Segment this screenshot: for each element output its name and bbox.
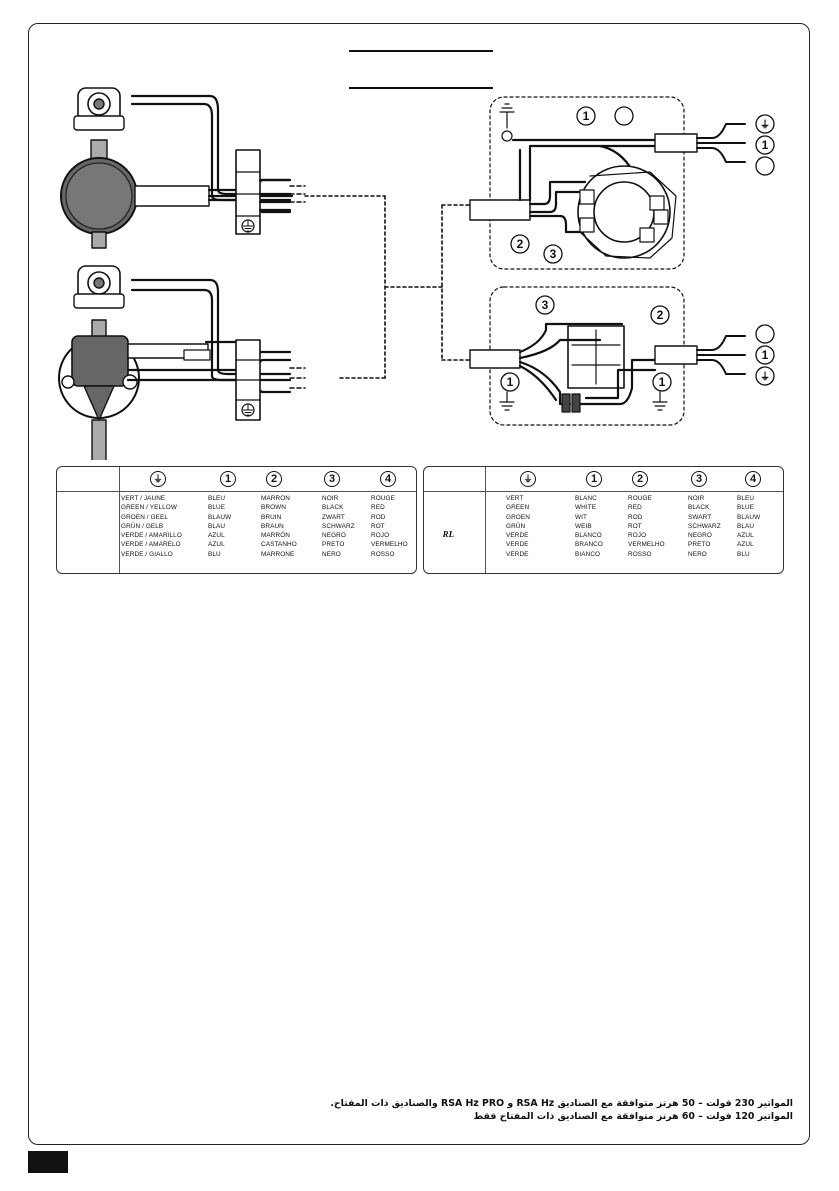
lower-motor-wires: [126, 278, 292, 394]
terminal-block-upper: [235, 149, 261, 235]
label-circle-2: [510, 234, 530, 254]
limit-switch-upper: [73, 87, 125, 131]
label-circle-blank: [755, 324, 775, 344]
title-rule-top: [349, 50, 493, 52]
motor-upper: [60, 139, 210, 249]
label-1: 1: [583, 109, 590, 123]
header-symbol-3: 3: [691, 471, 707, 487]
label-1: 1: [507, 375, 514, 389]
label-circle-1: [755, 135, 775, 155]
ul-certification-mark: ᴿᴸ: [442, 529, 454, 545]
label-3: 3: [542, 298, 549, 312]
label-1: 1: [762, 138, 769, 152]
header-symbol-3: 3: [324, 471, 340, 487]
page-number-tab: [28, 1151, 68, 1173]
wiring-diagram: 1 2 3 ⏚ 1 3 2 1 1 1 ⏚: [58, 87, 775, 460]
label-circle-ground: [755, 366, 775, 386]
footer-note-2: المواتير 120 فولت – 60 هرتز متوافقة مع ا…: [473, 1111, 793, 1122]
label-circle-blank: [614, 106, 634, 126]
header-symbol-4: 4: [745, 471, 761, 487]
label-circle-1: [755, 345, 775, 365]
header-ground-symbol: ⏚: [150, 471, 166, 487]
receiver-upper: [469, 103, 746, 259]
label-ground: ⏚: [760, 119, 770, 131]
header-symbol-2: 2: [266, 471, 282, 487]
title-rule-bottom: [349, 87, 493, 89]
label-circle-3: [543, 244, 563, 264]
label-circle-ground: [755, 114, 775, 134]
header-symbol-4: 4: [380, 471, 396, 487]
label-ground: ⏚: [760, 371, 770, 383]
label-1: 1: [762, 348, 769, 362]
label-circle-blank: [755, 156, 775, 176]
label-circle-1: [652, 372, 672, 392]
header-ground-symbol: ⏚: [520, 471, 536, 487]
limit-switch-lower: [73, 265, 125, 309]
header-symbol-2: 2: [632, 471, 648, 487]
terminal-block-lower: [235, 339, 261, 421]
label-circle-3: [535, 295, 555, 315]
label-circle-1: [576, 106, 596, 126]
label-3: 3: [550, 247, 557, 261]
header-symbol-1: 1: [586, 471, 602, 487]
header-symbol-1: 1: [220, 471, 236, 487]
footer-note-1: المواتير 230 فولت – 50 هرتز متوافقة مع ا…: [330, 1098, 793, 1109]
label-1: 1: [659, 375, 666, 389]
label-circle-2: [650, 305, 670, 325]
label-2: 2: [517, 237, 524, 251]
label-2: 2: [657, 308, 664, 322]
motor-lower: [58, 319, 211, 460]
label-circle-1: [500, 372, 520, 392]
receiver-lower: [469, 322, 746, 413]
page-frame: [28, 23, 810, 1145]
